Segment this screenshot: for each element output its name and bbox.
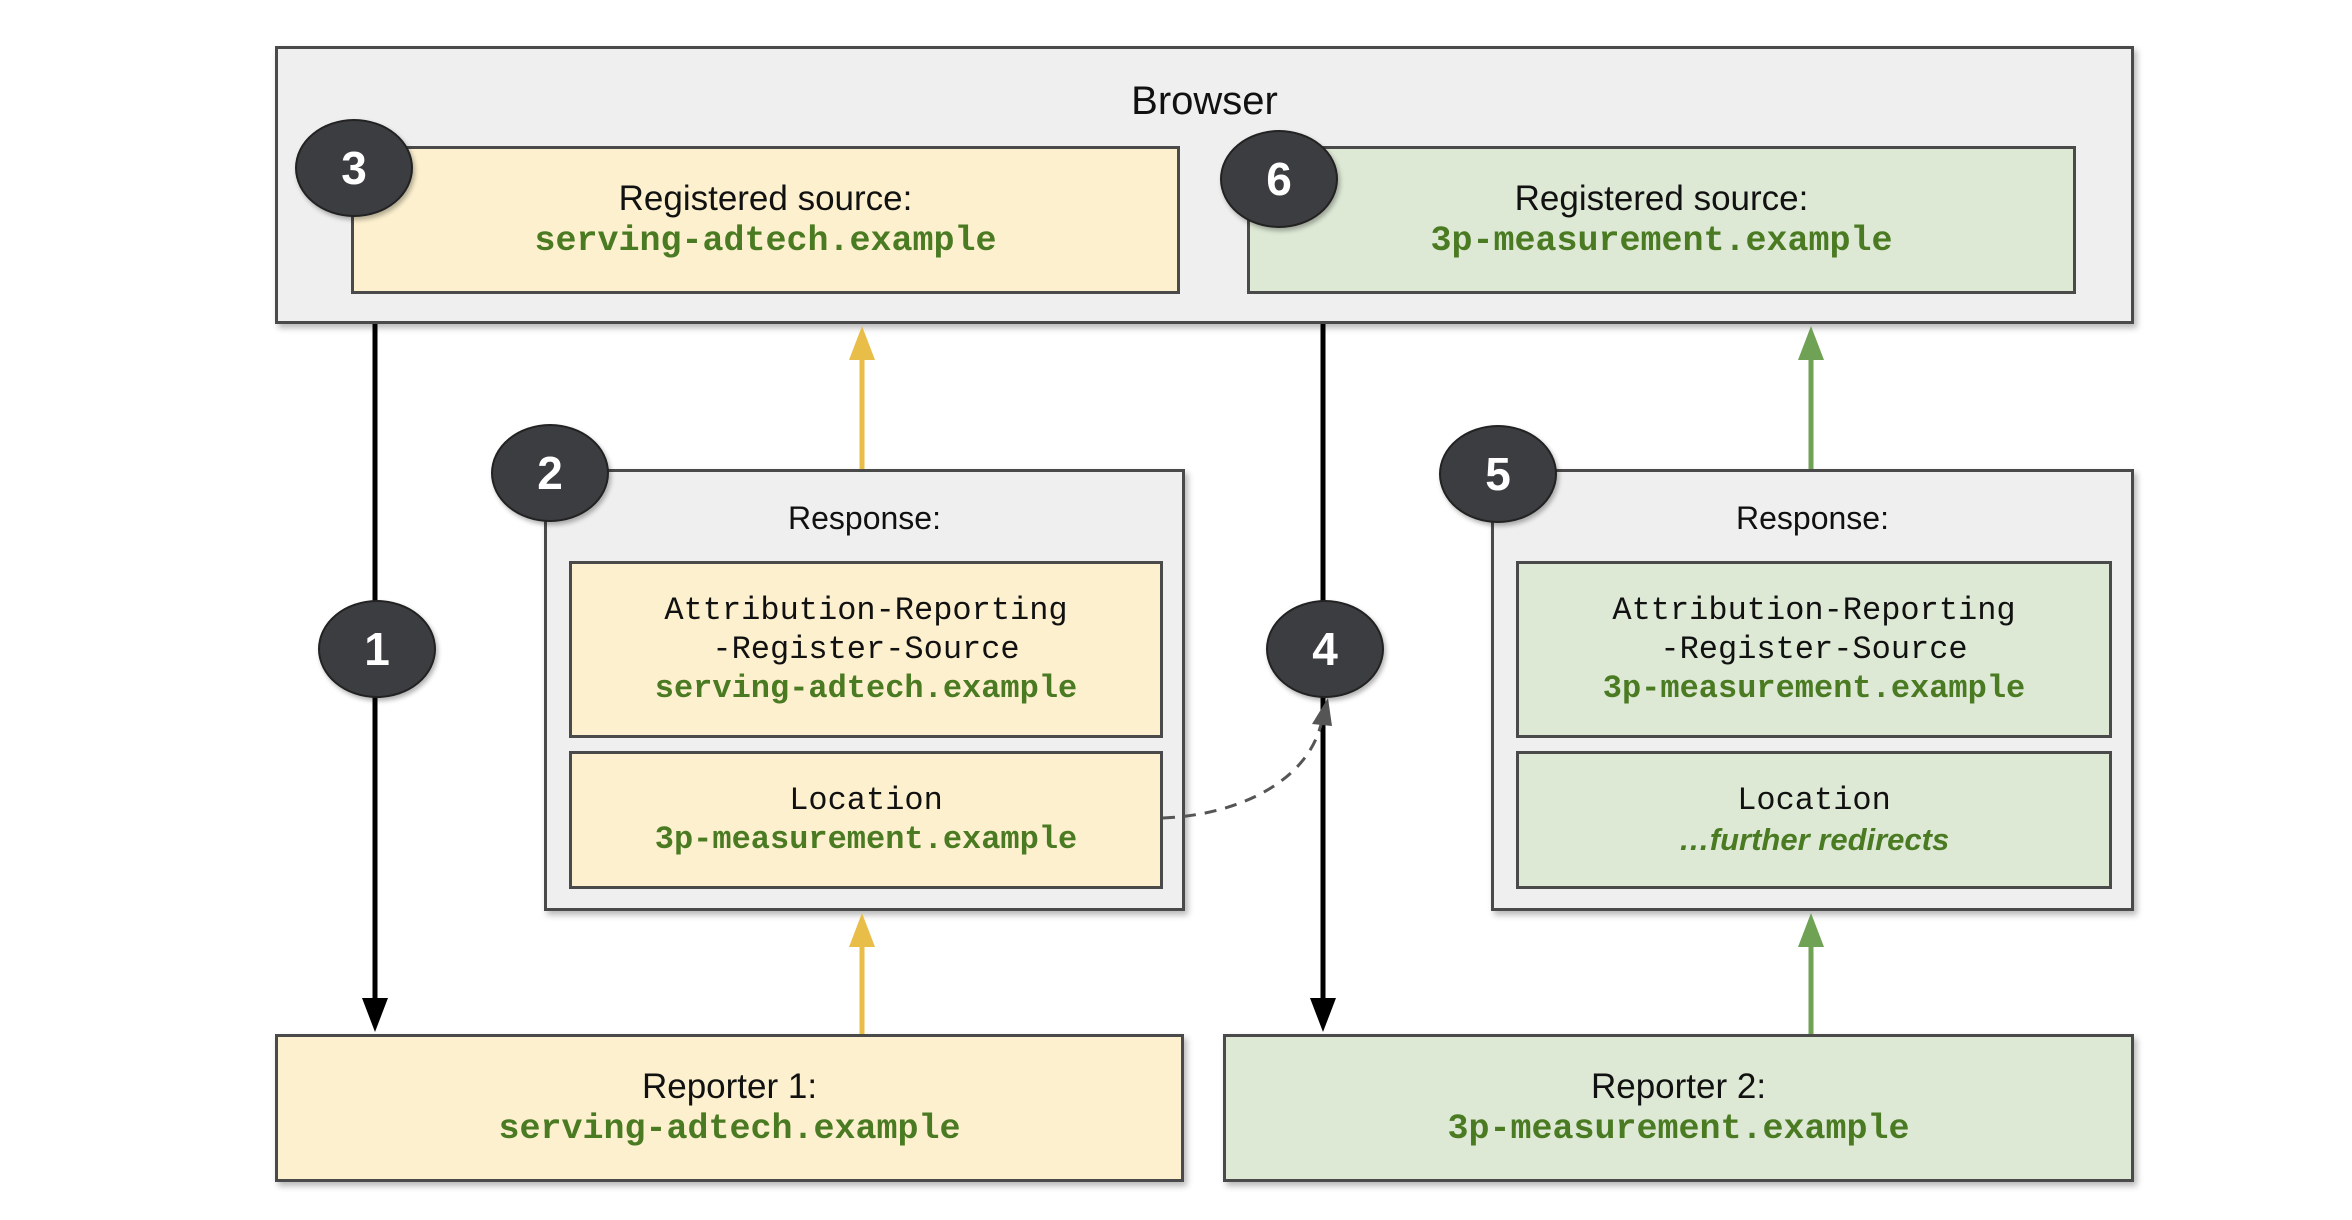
response-left-header: Attribution-Reporting -Register-Source s… — [569, 561, 1163, 738]
response-right-location: Location …further redirects — [1516, 751, 2112, 889]
response-right-location-label: Location — [1737, 782, 1891, 819]
browser-title: Browser — [1131, 79, 1278, 123]
reporter-1-box: Reporter 1: serving-adtech.example — [275, 1034, 1184, 1182]
registered-source-left-label: Registered source: — [618, 179, 913, 218]
response-left-header-line1: Attribution-Reporting — [664, 592, 1068, 629]
step-badge-2: 2 — [491, 424, 609, 522]
response-left-location-label: Location — [789, 782, 943, 819]
registered-source-right-domain: 3p-measurement.example — [1430, 221, 1893, 261]
arrow-redirect-dashed-head — [1312, 698, 1332, 726]
reporter-1-domain: serving-adtech.example — [498, 1109, 961, 1149]
step-badge-4: 4 — [1266, 600, 1384, 698]
reporter-2-domain: 3p-measurement.example — [1447, 1109, 1910, 1149]
reporter-2-box: Reporter 2: 3p-measurement.example — [1223, 1034, 2134, 1182]
step-badge-1: 1 — [318, 600, 436, 698]
response-left-location: Location 3p-measurement.example — [569, 751, 1163, 889]
response-right-header: Attribution-Reporting -Register-Source 3… — [1516, 561, 2112, 738]
arrow-green-to-response-head — [1798, 913, 1824, 947]
arrow-step-1-head — [362, 998, 388, 1032]
registered-source-left: Registered source: serving-adtech.exampl… — [351, 146, 1180, 294]
response-left-header-line2: -Register-Source — [712, 631, 1020, 668]
step-badge-3: 3 — [295, 119, 413, 217]
response-left-location-value: 3p-measurement.example — [654, 821, 1078, 858]
response-right-location-value: …further redirects — [1678, 822, 1950, 857]
response-right-header-domain: 3p-measurement.example — [1602, 670, 2026, 707]
response-right-title: Response: — [1736, 500, 1889, 536]
arrow-step-4-head — [1310, 998, 1336, 1032]
registered-source-left-domain: serving-adtech.example — [534, 221, 997, 261]
arrow-yellow-to-registered-head — [849, 326, 875, 360]
arrow-yellow-to-response-head — [849, 913, 875, 947]
response-right-header-line1: Attribution-Reporting — [1612, 592, 2016, 629]
reporter-1-label: Reporter 1: — [641, 1067, 818, 1106]
arrow-redirect-dashed — [1162, 719, 1324, 820]
response-left-header-domain: serving-adtech.example — [654, 670, 1078, 707]
arrow-green-to-registered-head — [1798, 326, 1824, 360]
response-right-header-line2: -Register-Source — [1660, 631, 1968, 668]
registered-source-right-label: Registered source: — [1514, 179, 1809, 218]
step-badge-5: 5 — [1439, 425, 1557, 523]
reporter-2-label: Reporter 2: — [1590, 1067, 1767, 1106]
step-badge-6: 6 — [1220, 130, 1338, 228]
registered-source-right: Registered source: 3p-measurement.exampl… — [1247, 146, 2076, 294]
response-left-title: Response: — [788, 500, 941, 536]
